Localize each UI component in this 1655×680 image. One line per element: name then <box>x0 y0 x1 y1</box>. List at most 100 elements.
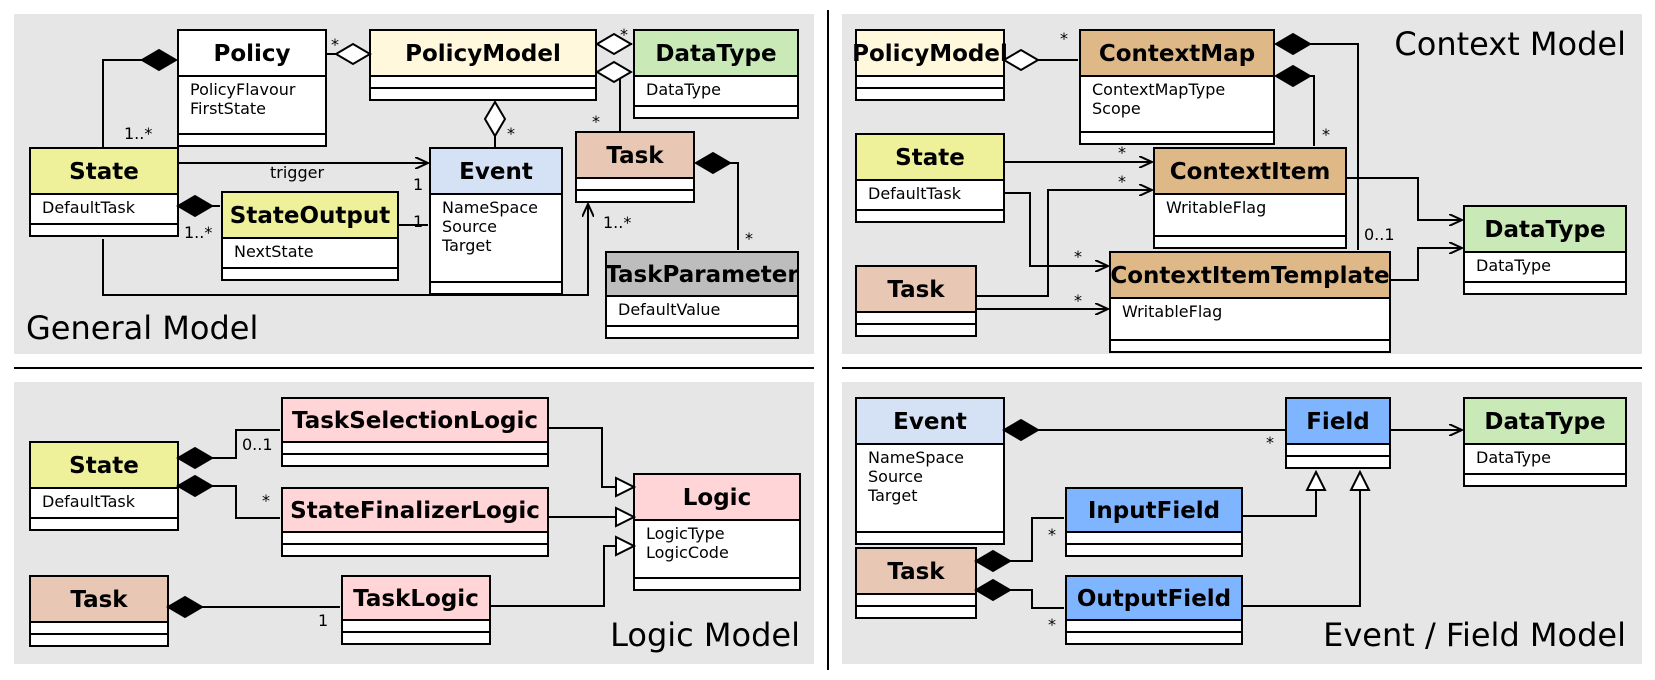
class-attribute: LogicType <box>646 524 725 543</box>
class-attribute: NameSpace <box>442 198 538 217</box>
g-policymodel-datatype-aggregation <box>595 32 633 56</box>
class-title: State <box>69 159 139 185</box>
e-input-generalization <box>1305 469 1327 491</box>
e-task-output <box>1006 589 1064 609</box>
class-attribute: NextState <box>234 242 314 261</box>
class-title: State <box>895 145 965 171</box>
g-policymodel-task-mult: * <box>592 112 600 131</box>
l-state-statefin <box>208 485 280 519</box>
g-task-state-mult: 1..* <box>603 213 631 232</box>
class-attribute: DefaultTask <box>868 184 962 203</box>
class-title: DataType <box>655 41 776 67</box>
g-policymodel-event-mult: * <box>507 124 515 143</box>
class-title: ContextItem <box>1170 159 1331 185</box>
class-l-tasksel: TaskSelectionLogic <box>281 397 549 467</box>
class-attribute: ContextMapType <box>1092 80 1225 99</box>
l-statefin-mult: * <box>262 491 270 510</box>
e-task-output-composition <box>974 578 1012 602</box>
e-output-mult: * <box>1048 615 1056 634</box>
g-policymodel-task-aggregation <box>595 60 633 84</box>
g-stateoutput-event-mult: 1 <box>413 212 423 231</box>
g-policy-policymodel-mult: * <box>331 35 339 54</box>
l-tasklogic-generalization <box>615 535 637 557</box>
class-c-policymodel: PolicyModel <box>852 29 1008 101</box>
panel-title-logic: Logic Model <box>610 616 800 654</box>
c-state-item-mult: * <box>1118 143 1126 162</box>
g-stateoutput-mult: 1..* <box>184 223 212 242</box>
class-title: StateOutput <box>230 203 390 229</box>
c-state-template-mult: * <box>1074 247 1082 266</box>
class-attribute: Source <box>442 217 497 236</box>
class-title: PolicyModel <box>852 41 1008 67</box>
l-task-tasklogic-composition <box>166 595 204 619</box>
class-attribute: WritableFlag <box>1122 302 1222 321</box>
class-title: StateFinalizerLogic <box>290 498 540 524</box>
g-state-stateoutput-composition <box>176 194 214 218</box>
class-title: OutputField <box>1077 586 1231 612</box>
class-attribute: DefaultTask <box>42 198 136 217</box>
class-title: InputField <box>1088 498 1220 524</box>
c-task-template-mult: * <box>1074 291 1082 310</box>
g-task-param-mult: * <box>745 229 753 248</box>
class-attribute: Source <box>868 467 923 486</box>
g-policy-state-composition <box>140 48 178 72</box>
e-input-mult: * <box>1048 525 1056 544</box>
g-policymodel-policy-aggregation <box>334 42 372 66</box>
class-title: Task <box>887 559 945 585</box>
c-policymodel-contextmap-aggregation <box>1002 48 1040 72</box>
class-g-task: Task <box>575 131 695 203</box>
c-contextmap-template <box>1298 43 1359 250</box>
c-task-item <box>976 190 1152 297</box>
class-title: State <box>69 453 139 479</box>
g-policy-state-mult: 1..* <box>124 124 152 143</box>
class-title: TaskParameter <box>605 262 799 288</box>
class-title: TaskSelectionLogic <box>292 408 538 434</box>
class-title: DataType <box>1484 217 1605 243</box>
class-l-tasklogic: TaskLogic <box>341 575 491 645</box>
class-title: Task <box>606 143 664 169</box>
decorations <box>140 32 1371 619</box>
class-title: Task <box>70 587 128 613</box>
l-state-tasksel-composition <box>176 446 214 470</box>
l-tasksel-mult: 0..1 <box>242 435 273 454</box>
g-state-task <box>102 204 588 296</box>
class-attribute: LogicCode <box>646 543 729 562</box>
class-e-inputfield: InputField <box>1065 487 1243 557</box>
class-boxes: PolicyPolicyFlavourFirstStatePolicyModel… <box>29 29 1627 647</box>
class-attribute: NameSpace <box>868 448 964 467</box>
l-tasksel-generalization <box>615 476 637 498</box>
class-attribute: DataType <box>1476 448 1551 467</box>
class-title: PolicyModel <box>405 41 561 67</box>
class-g-policymodel: PolicyModel <box>369 29 597 101</box>
panel-title-general: General Model <box>26 309 258 347</box>
class-attribute: Scope <box>1092 99 1141 118</box>
l-state-tasksel <box>208 429 280 459</box>
e-field-mult: * <box>1266 433 1274 452</box>
class-e-field: Field <box>1285 397 1391 469</box>
class-attribute: FirstState <box>190 99 266 118</box>
g-task-param-composition <box>694 151 732 175</box>
c-template-map-mult: 0..1 <box>1364 225 1395 244</box>
class-e-outputfield: OutputField <box>1065 575 1243 645</box>
class-title: Field <box>1306 409 1370 435</box>
class-attribute: PolicyFlavour <box>190 80 296 99</box>
panel-title-context: Context Model <box>1394 25 1626 63</box>
e-input-field <box>1242 490 1317 517</box>
g-trigger-label: trigger <box>270 163 324 182</box>
labels: * * 1..* trigger * * 1..* 1 1 1..* * * *… <box>124 25 1395 634</box>
class-title: Event <box>893 409 967 435</box>
class-title: ContextItemTemplate <box>1110 263 1389 289</box>
class-l-statefin: StateFinalizerLogic <box>281 487 549 557</box>
g-trigger-event-mult: 1 <box>413 175 423 194</box>
class-title: DataType <box>1484 409 1605 435</box>
l-state-statefin-composition <box>176 474 214 498</box>
c-contextmap-item-mult: * <box>1322 125 1330 144</box>
